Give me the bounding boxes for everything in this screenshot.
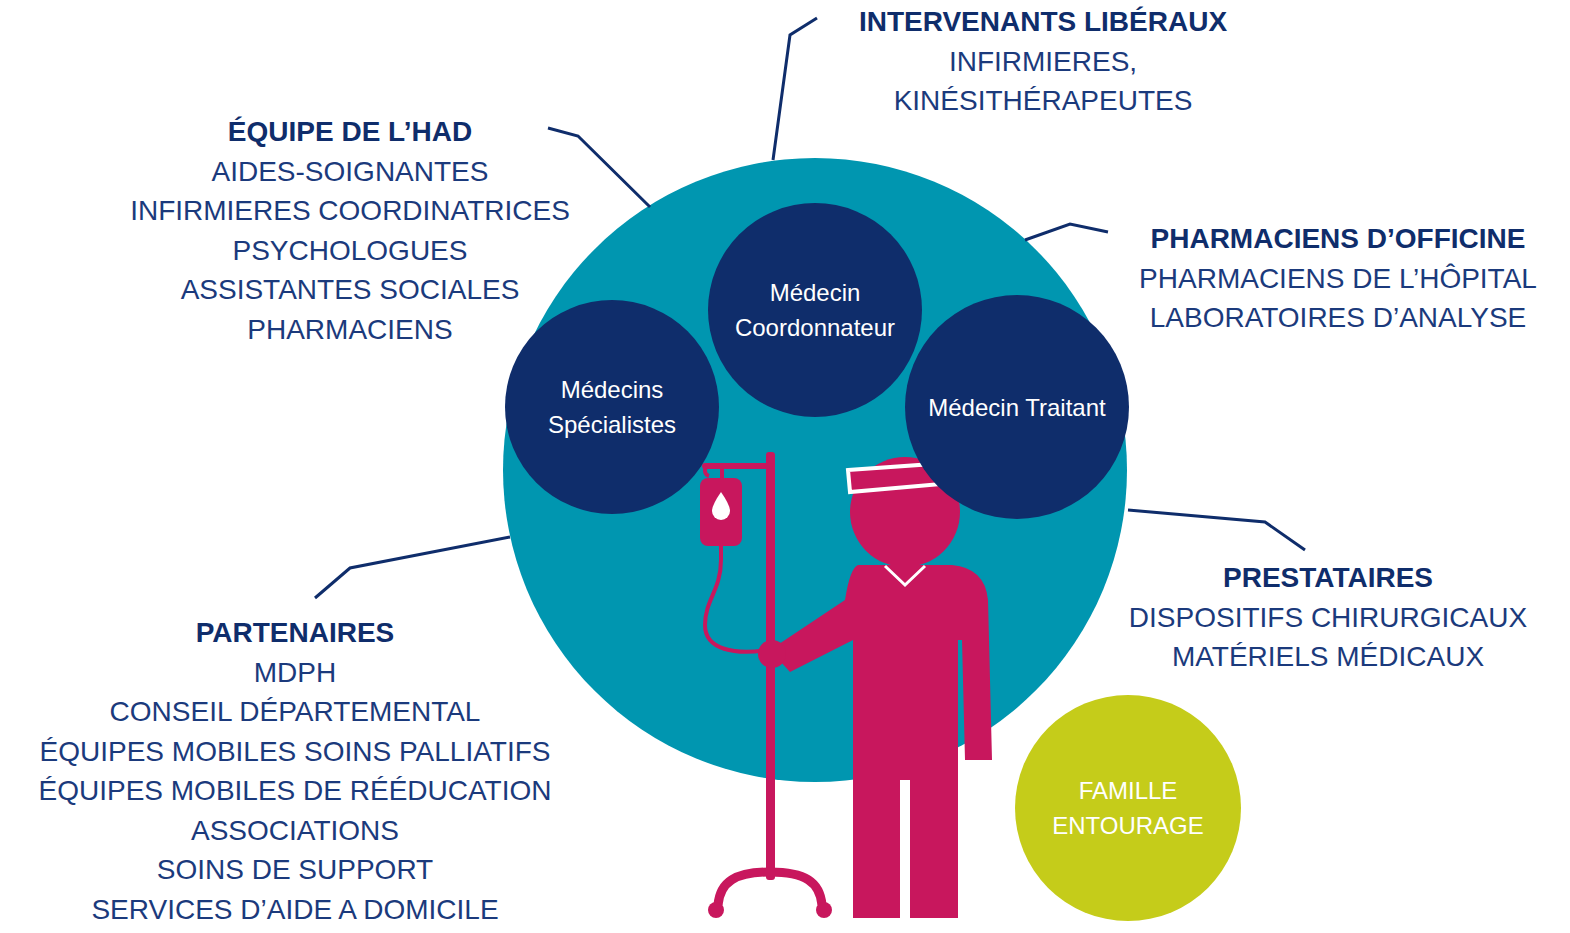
group-item: PSYCHOLOGUES [130,231,570,271]
label-group: INTERVENANTS LIBÉRAUXINFIRMIERES,KINÉSIT… [859,2,1227,121]
family-circle: FAMILLE ENTOURAGE [1015,695,1241,921]
circle-shape [905,295,1129,519]
circle-outline [1015,695,1241,921]
wheel [708,902,724,918]
patient-illustration [700,452,992,918]
doctor-circle: Médecins Spécialistes [505,300,719,514]
circle-label: Médecin Traitant [927,390,1106,425]
circle-label: Médecins Spécialistes [526,372,697,442]
group-item: MATÉRIELS MÉDICAUX [1129,637,1527,677]
group-item: ÉQUIPES MOBILES DE RÉÉDUCATION [39,771,552,811]
doctor-circle: Médecin Coordonnateur [708,203,922,417]
circle-shape [505,300,719,514]
hand [758,640,786,668]
circle-shape [1015,695,1241,921]
group-item: INFIRMIERES, [859,42,1227,82]
group-item: ÉQUIPES MOBILES SOINS PALLIATIFS [39,732,552,772]
circle-outline [708,203,922,417]
collar [885,566,925,585]
group-item: DISPOSITIFS CHIRURGICAUX [1129,598,1527,638]
label-group: PRESTATAIRESDISPOSITIFS CHIRURGICAUXMATÉ… [1129,558,1527,677]
circle-shape [708,203,922,417]
circle-content: Médecin Traitant [905,295,1129,519]
iv-hook [705,466,722,478]
leader-line [1025,224,1108,240]
circle-content: Médecin Coordonnateur [708,203,922,417]
doctor-circle: Médecin Traitant [905,295,1129,519]
group-heading: PARTENAIRES [39,613,552,653]
body [770,565,992,918]
leader-line [315,537,510,598]
leader-line [1128,510,1305,550]
group-item: CONSEIL DÉPARTEMENTAL [39,692,552,732]
group-item: PHARMACIENS DE L’HÔPITAL [1139,259,1537,299]
group-heading: INTERVENANTS LIBÉRAUX [859,2,1227,42]
group-item: PHARMACIENS [130,310,570,350]
wheel [816,902,832,918]
circle-label: FAMILLE ENTOURAGE [1038,773,1219,843]
group-item: ASSOCIATIONS [39,811,552,851]
group-item: INFIRMIERES COORDINATRICES [130,191,570,231]
group-item: SERVICES D’AIDE A DOMICILE [39,890,552,930]
iv-tube [705,546,768,652]
group-item: ASSISTANTES SOCIALES [130,270,570,310]
iv-arm [705,463,770,469]
group-heading: ÉQUIPE DE L’HAD [130,112,570,152]
group-item: KINÉSITHÉRAPEUTES [859,81,1227,121]
group-heading: PRESTATAIRES [1129,558,1527,598]
circle-content: Médecins Spécialistes [505,300,719,514]
group-heading: PHARMACIENS D’OFFICINE [1139,219,1537,259]
group-item: LABORATOIRES D’ANALYSE [1139,298,1537,338]
iv-base [718,872,822,905]
iv-bag [700,478,742,546]
circle-label: Médecin Coordonnateur [729,275,900,345]
group-item: SOINS DE SUPPORT [39,850,552,890]
drop [712,492,730,520]
label-group: PHARMACIENS D’OFFICINEPHARMACIENS DE L’H… [1139,219,1537,338]
group-item: AIDES-SOIGNANTES [130,152,570,192]
label-group: ÉQUIPE DE L’HADAIDES-SOIGNANTESINFIRMIER… [130,112,570,349]
group-item: MDPH [39,653,552,693]
label-group: PARTENAIRESMDPHCONSEIL DÉPARTEMENTALÉQUI… [39,613,552,929]
circle-content: FAMILLE ENTOURAGE [1015,695,1241,921]
leader-line [773,18,817,160]
circle-outline [505,300,719,514]
